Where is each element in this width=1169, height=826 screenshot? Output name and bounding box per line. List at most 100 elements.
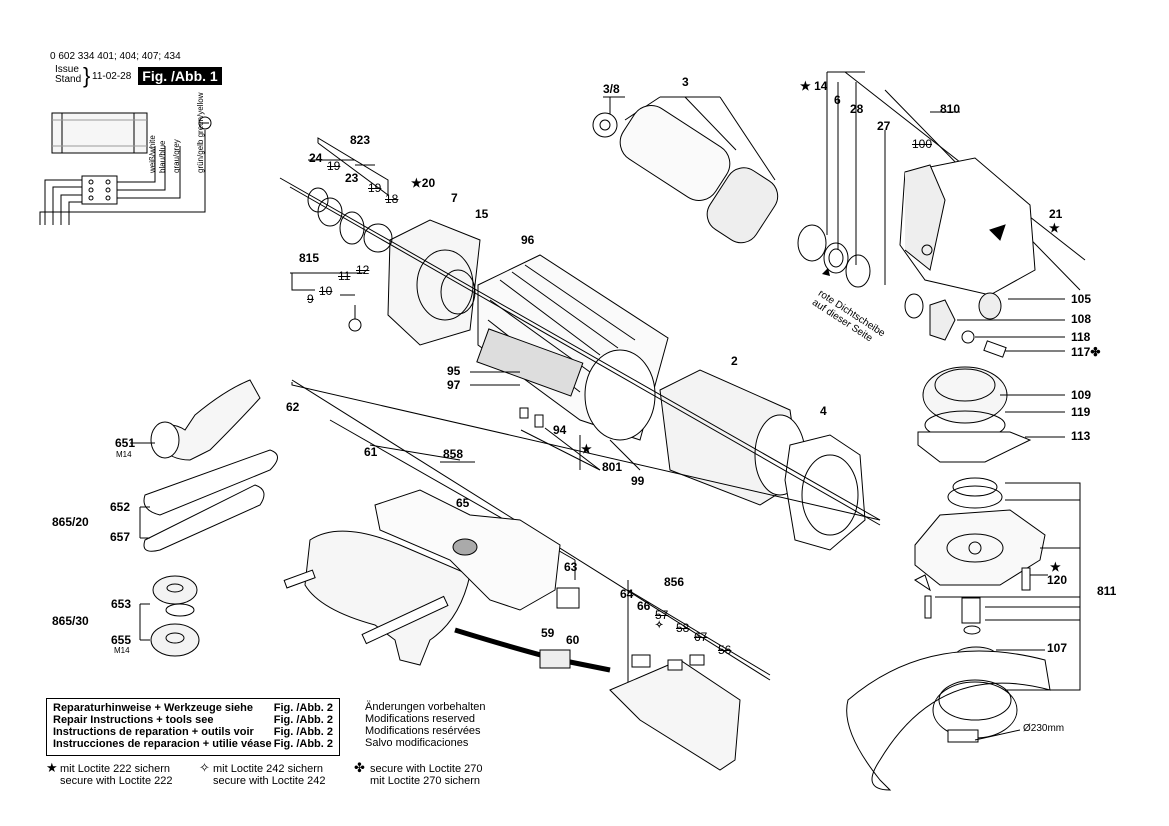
ref-655: 655: [111, 633, 132, 647]
ref-856: 856: [664, 575, 685, 589]
ref-118: 118: [1071, 330, 1091, 344]
field-coil-shape: [659, 369, 806, 506]
modification-es: Salvo modificaciones: [365, 737, 469, 749]
star-icon: ★: [800, 79, 811, 93]
ref-100: 100: [912, 137, 933, 151]
ref-4: 4: [820, 404, 827, 418]
ref-107: 107: [1047, 641, 1068, 655]
ref-27: 27: [877, 119, 891, 133]
figure-label: Fig. /Abb. 1: [138, 67, 222, 85]
wire-label-grey: grau/grey: [172, 139, 181, 173]
ref-56: 56: [718, 643, 732, 657]
ref-811: 811: [1097, 584, 1117, 598]
legend-loctite270-en: secure with Loctite 270: [370, 763, 483, 775]
instruction-de: Reparaturhinweise + Werkzeuge siehe: [53, 702, 254, 714]
ref-99: 99: [631, 474, 645, 488]
ref-67: 67: [694, 630, 708, 644]
ref-58: 58: [676, 621, 690, 635]
ref-15: 15: [475, 207, 489, 221]
ref-57: 57: [655, 608, 669, 622]
ref-63: 63: [564, 560, 578, 574]
clover-icon: ✤: [354, 760, 365, 775]
ref-120: 120: [1047, 573, 1068, 587]
ref-815: 815: [299, 251, 320, 265]
star-icon: ★: [46, 760, 58, 775]
star-icon: ★: [411, 176, 422, 190]
wheel-guard-shape: [846, 650, 1051, 791]
ref-117: 117✤: [1071, 345, 1101, 359]
ref-24: 24: [309, 151, 323, 165]
ref-19-b: 19: [368, 181, 382, 195]
ref-62: 62: [286, 400, 300, 414]
ref-6: 6: [834, 93, 841, 107]
instruction-fr-ref: Fig. /Abb. 2: [273, 726, 333, 738]
ref-652: 652: [110, 500, 131, 514]
ref-12: 12: [356, 263, 370, 277]
hollow-star-icon: ✧: [199, 760, 210, 775]
wiring-diagram: [39, 112, 212, 225]
ref-60: 60: [566, 633, 580, 647]
ref-865-30: 865/30: [52, 614, 89, 628]
legend-loctite222-en: secure with Loctite 222: [60, 775, 173, 787]
thread-m14-a: M14: [116, 450, 132, 459]
armature-shape: [592, 105, 779, 244]
ref-96: 96: [521, 233, 535, 247]
ref-3-8: 3/8: [603, 82, 620, 96]
diameter-label: Ø230mm: [1023, 723, 1065, 734]
ref-810: 810: [940, 102, 961, 116]
ref-61: 61: [364, 445, 378, 459]
ref-65: 65: [456, 496, 470, 510]
star-icon: ★: [581, 442, 592, 456]
ref-823: 823: [350, 133, 371, 147]
instruction-es: Instrucciones de reparacion + utilie véa…: [53, 738, 272, 750]
ref-14: ★ 14: [800, 79, 828, 93]
ref-109: 109: [1071, 388, 1092, 402]
ref-801: 801: [602, 460, 623, 474]
modification-en: Modifications reserved: [365, 713, 476, 725]
ref-113: 113: [1071, 429, 1091, 443]
ref-119: 119: [1071, 405, 1091, 419]
handle-shape: [283, 530, 471, 666]
legend-loctite242-de: mit Loctite 242 sichern: [213, 763, 324, 775]
ref-28: 28: [850, 102, 864, 116]
thread-m14-b: M14: [114, 646, 130, 655]
ref-657: 657: [110, 530, 131, 544]
ref-7: 7: [451, 191, 458, 205]
ref-21: 21: [1049, 207, 1063, 221]
ref-94: 94: [553, 423, 567, 437]
legend-loctite242-en: secure with Loctite 242: [213, 775, 326, 787]
instruction-en: Repair Instructions + tools see: [53, 714, 214, 726]
star-icon: ★: [1050, 560, 1061, 574]
ref-108: 108: [1071, 312, 1092, 326]
ref-651: 651: [115, 436, 136, 450]
instruction-en-ref: Fig. /Abb. 2: [273, 714, 333, 726]
ref-10: 10: [319, 284, 333, 298]
instruction-es-ref: Fig. /Abb. 2: [273, 738, 333, 750]
ref-3: 3: [682, 75, 689, 89]
aux-handle-shape: [150, 379, 261, 461]
ref-59: 59: [541, 626, 555, 640]
instruction-fr: Instructions de reparation + outils voir: [53, 726, 254, 738]
legend-loctite222-de: mit Loctite 222 sichern: [60, 763, 171, 775]
ref-23: 23: [345, 171, 359, 185]
wire-label-green-yellow: grün/gelb green/yellow: [196, 92, 205, 174]
modification-fr: Modifications resérvées: [365, 725, 481, 737]
ref-858: 858: [443, 447, 464, 461]
ref-105: 105: [1071, 292, 1092, 306]
ref-865-20: 865/20: [52, 515, 89, 529]
ref-97: 97: [447, 378, 461, 392]
ref-18: 18: [385, 192, 399, 206]
ref-95: 95: [447, 364, 461, 378]
instructions-box: Reparaturhinweise + Werkzeuge siehe Fig.…: [46, 698, 340, 756]
gear-housing-shape: [899, 157, 1036, 296]
modification-de: Änderungen vorbehalten: [365, 701, 486, 713]
legend-loctite270-de: mit Loctite 270 sichern: [370, 775, 481, 787]
ref-20: ★20: [411, 176, 436, 190]
clover-icon: ✤: [1090, 345, 1101, 359]
star-icon: ★: [1049, 221, 1060, 235]
ref-64: 64: [620, 587, 634, 601]
wire-label-white: weiß/white: [148, 135, 157, 173]
hollow-star-icon: ✧: [655, 620, 664, 631]
instruction-de-ref: Fig. /Abb. 2: [273, 702, 333, 714]
